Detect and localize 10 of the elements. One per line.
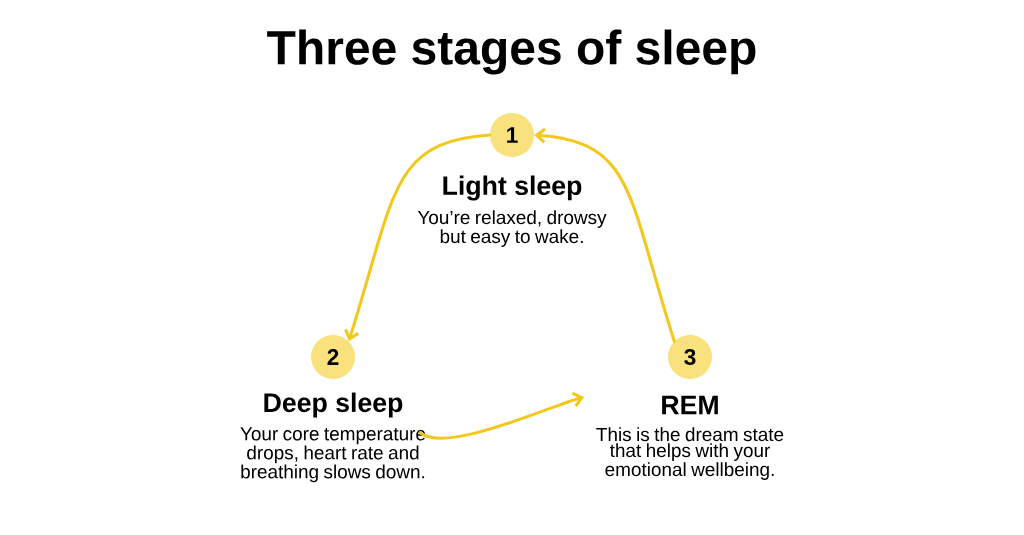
stage-description: Your core temperature drops, heart rate and breathing slows down. [240,427,426,483]
curved-arrow [418,391,585,440]
title: Three stages of sleep [267,29,756,75]
stage-description: This is the dream state that helps with your emotional wellbeing. [596,427,784,480]
stage-description: You’re relaxed, drowsy but easy to wake. [417,210,607,247]
stage-heading: Deep sleep [264,392,403,418]
stage-heading: REM [662,395,718,415]
stage-heading: Light sleep [443,175,582,201]
curved-arrow [534,127,676,343]
curved-arrow [344,133,492,342]
